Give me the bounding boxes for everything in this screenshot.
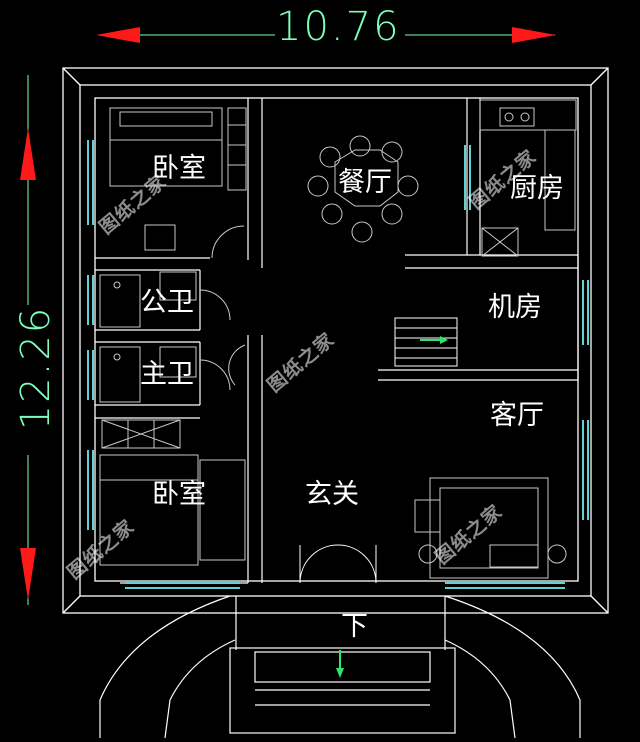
dining-table: [307, 135, 419, 243]
windows: [87, 140, 589, 589]
kitchen-fixtures: [479, 99, 577, 257]
bedroom-top-furniture: [109, 107, 247, 259]
room-label-dining: 餐厅: [338, 167, 392, 198]
arrow-right-icon: [512, 27, 556, 43]
dimension-lines: [20, 27, 556, 605]
width-dimension-label: 10.76: [276, 4, 401, 50]
bathroom-fixtures: [99, 271, 246, 403]
bedroom-bottom-furniture: [99, 419, 246, 566]
front-porch: [99, 595, 581, 739]
room-label-bath-2: 主卫: [140, 359, 194, 390]
entrance-doors: [299, 544, 377, 584]
height-dimension-label: 12.26: [13, 305, 59, 431]
room-label-machine-room: 机房: [488, 292, 542, 323]
room-label-bedroom-top: 卧室: [152, 153, 206, 184]
arrow-left-icon: [96, 27, 140, 43]
room-label-living: 客厅: [490, 400, 544, 431]
living-room-sofa: [414, 477, 567, 579]
stairs-down-label: 下: [341, 611, 368, 642]
room-label-kitchen: 厨房: [510, 173, 564, 204]
arrow-up-icon: [20, 128, 36, 180]
room-label-bath-1: 公卫: [140, 287, 194, 318]
interior-walls: [95, 98, 579, 584]
room-label-bedroom-bottom: 卧室: [152, 479, 206, 510]
room-label-foyer: 玄关: [305, 479, 359, 510]
staircase: [394, 317, 458, 367]
arrow-down-icon: [20, 548, 36, 600]
